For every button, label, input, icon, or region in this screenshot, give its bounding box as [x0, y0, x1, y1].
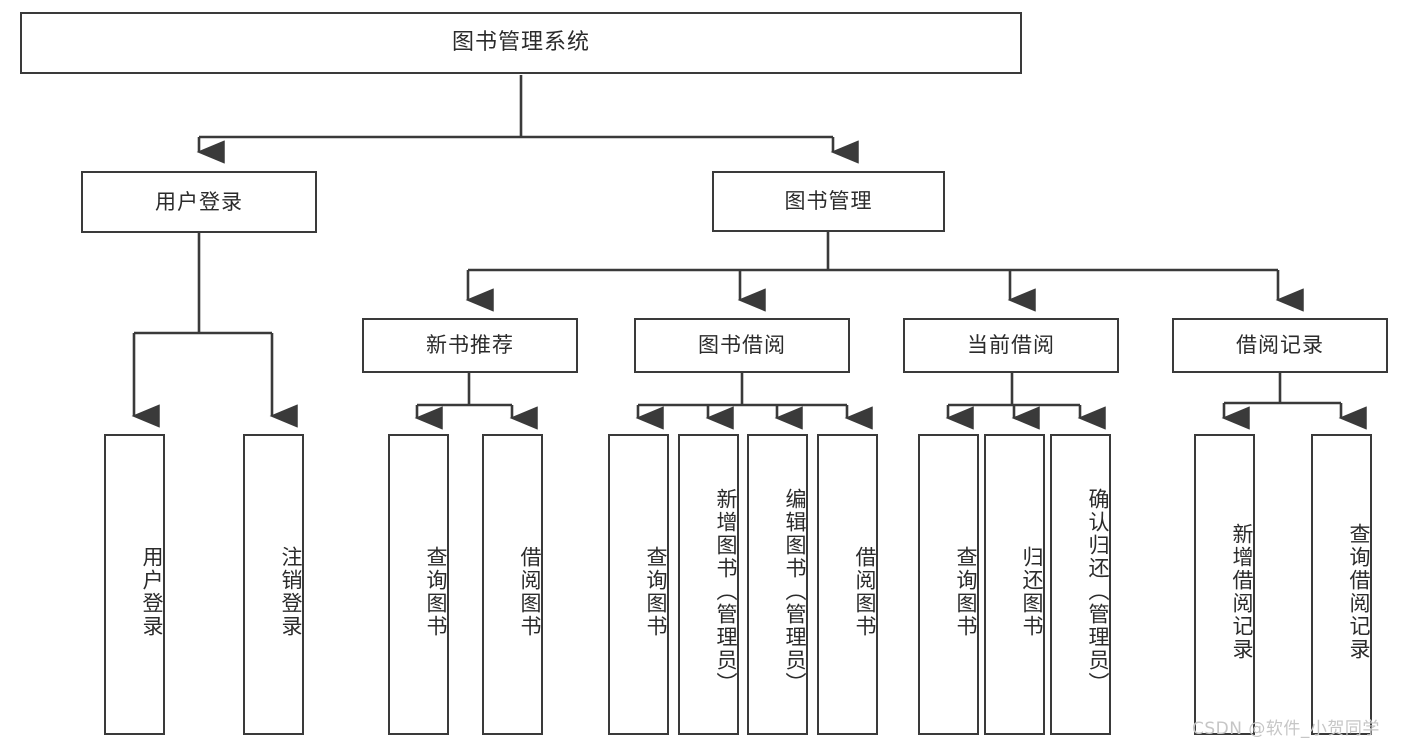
leaf-return-book[interactable]: 归还图书: [984, 434, 1045, 735]
node-book-management[interactable]: 图书管理: [712, 171, 945, 232]
node-label: 查询图书: [424, 545, 448, 638]
node-label: 查询图书: [644, 545, 668, 638]
node-label: 借阅图书: [853, 545, 877, 638]
node-current-borrow[interactable]: 当前借阅: [903, 318, 1119, 373]
node-root-system[interactable]: 图书管理系统: [20, 12, 1022, 74]
node-label: 用户登录: [140, 545, 164, 638]
leaf-confirm-return-admin[interactable]: 确认归还（管理员）: [1050, 434, 1111, 735]
node-label: 借阅图书: [518, 545, 542, 638]
node-label: 查询图书: [954, 545, 978, 638]
node-label: 确认归还（管理员）: [1086, 488, 1110, 695]
leaf-add-book-admin[interactable]: 新增图书（管理员）: [678, 434, 739, 735]
node-book-borrow[interactable]: 图书借阅: [634, 318, 850, 373]
leaf-user-login[interactable]: 用户登录: [104, 434, 165, 735]
leaf-query-book-borrow[interactable]: 查询图书: [608, 434, 669, 735]
node-label: 查询借阅记录: [1347, 522, 1371, 661]
node-label: 当前借阅: [967, 333, 1055, 357]
leaf-query-book-current[interactable]: 查询图书: [918, 434, 979, 735]
leaf-add-borrow-record[interactable]: 新增借阅记录: [1194, 434, 1255, 735]
leaf-query-book-recommend[interactable]: 查询图书: [388, 434, 449, 735]
leaf-query-borrow-record[interactable]: 查询借阅记录: [1311, 434, 1372, 735]
node-label: 归还图书: [1020, 545, 1044, 638]
node-label: 借阅记录: [1236, 333, 1324, 357]
node-label: 注销登录: [279, 545, 303, 638]
node-label: 新书推荐: [426, 333, 514, 357]
leaf-borrow-book[interactable]: 借阅图书: [817, 434, 878, 735]
node-label: 用户登录: [155, 189, 243, 214]
node-borrow-record[interactable]: 借阅记录: [1172, 318, 1388, 373]
node-label: 图书管理系统: [451, 30, 590, 55]
node-label: 新增图书（管理员）: [714, 488, 738, 695]
leaf-logout[interactable]: 注销登录: [243, 434, 304, 735]
node-new-book-recommend[interactable]: 新书推荐: [362, 318, 578, 373]
leaf-edit-book-admin[interactable]: 编辑图书（管理员）: [747, 434, 808, 735]
node-label: 图书管理: [784, 189, 873, 213]
leaf-borrow-book-recommend[interactable]: 借阅图书: [482, 434, 543, 735]
node-label: 图书借阅: [698, 333, 786, 357]
node-label: 新增借阅记录: [1230, 522, 1254, 661]
node-user-login[interactable]: 用户登录: [81, 171, 317, 233]
node-label: 编辑图书（管理员）: [783, 488, 807, 695]
